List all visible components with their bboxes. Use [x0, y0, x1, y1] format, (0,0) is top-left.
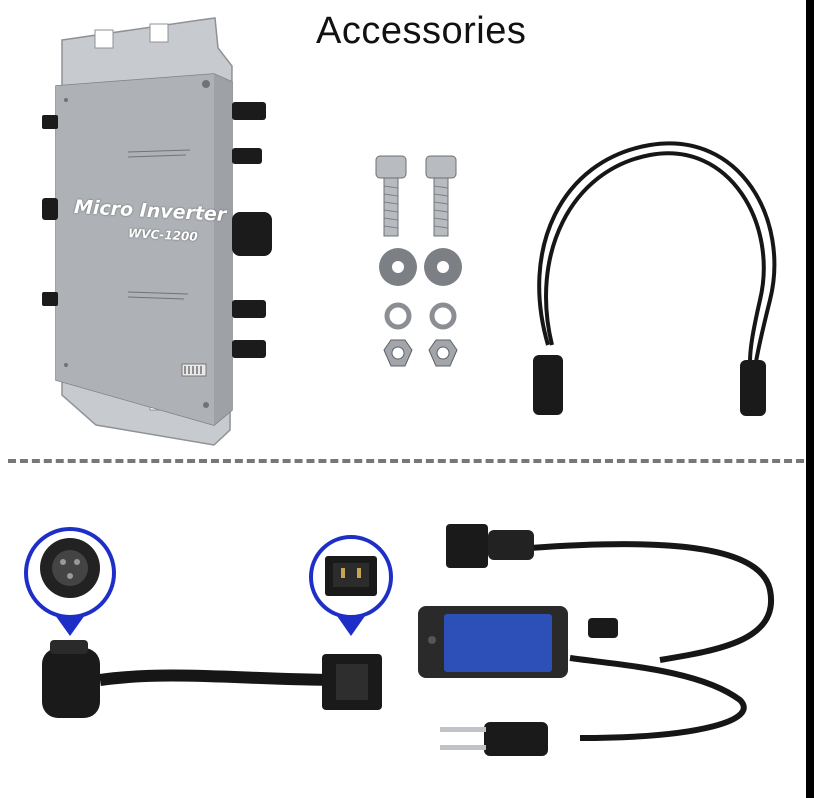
section-divider: [8, 459, 804, 463]
us-plug-icon: [440, 722, 441, 723]
page-title: Accessories: [316, 10, 527, 52]
